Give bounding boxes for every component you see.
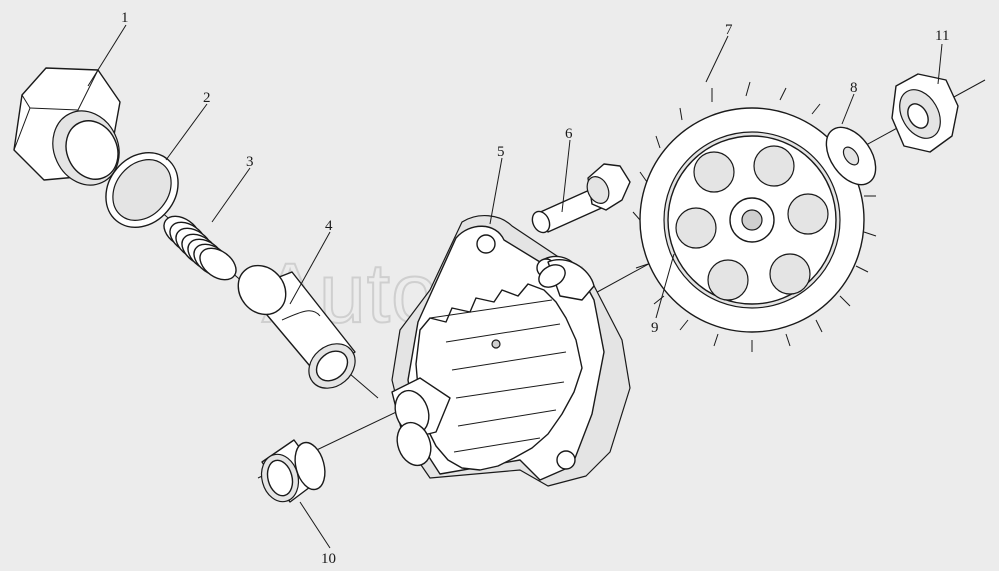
part-1-hex-plug	[13, 67, 121, 186]
callout-8: 8	[850, 80, 858, 96]
callout-7: 7	[725, 22, 733, 38]
part-4-valve-piston	[237, 264, 356, 389]
callout-4: 4	[325, 218, 333, 234]
part-10-bushing	[260, 439, 326, 503]
callout-11: 11	[935, 28, 949, 44]
callout-9: 9	[651, 320, 659, 336]
part-5-pump-housing	[391, 215, 631, 487]
callout-6: 6	[565, 126, 573, 142]
callout-5: 5	[497, 144, 505, 160]
part-2-sealing-ring	[105, 152, 179, 228]
part-11-nut	[891, 73, 959, 153]
callout-2: 2	[203, 90, 211, 106]
leader-lines	[87, 24, 943, 549]
part-7-drive-gear	[632, 81, 877, 352]
callout-numbers: 1 2 3 4 5 6 7 8 9 11 10	[121, 10, 949, 567]
part-3-spring	[163, 215, 237, 281]
callout-3: 3	[246, 154, 254, 170]
callout-1: 1	[121, 10, 129, 26]
callout-10: 10	[321, 551, 336, 567]
part-6-bolt	[531, 163, 631, 234]
part-8-washer	[825, 126, 877, 186]
